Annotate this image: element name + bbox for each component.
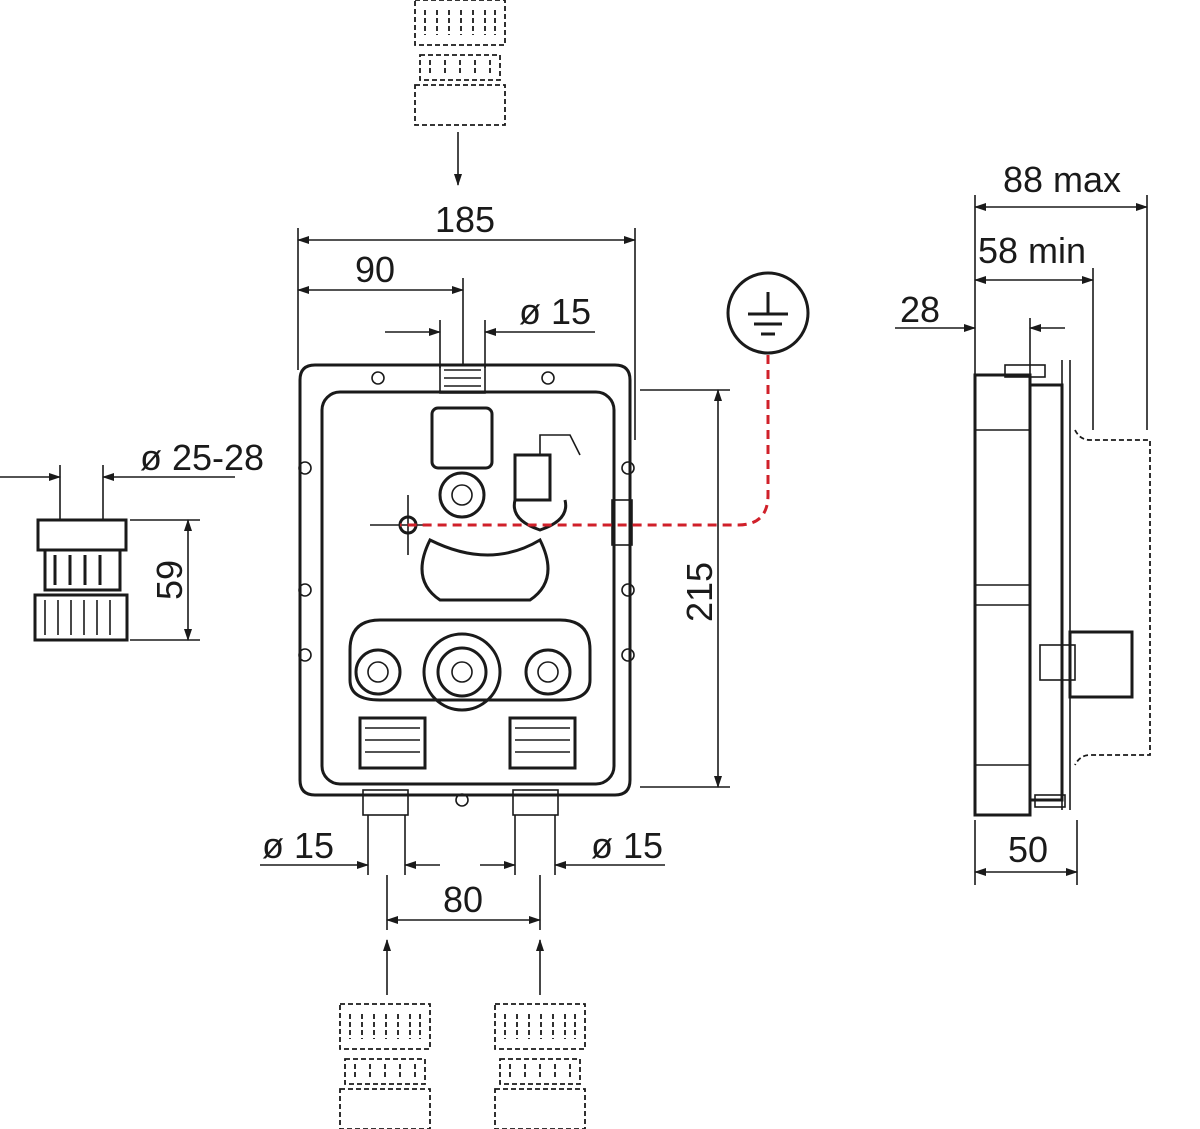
ground-wire-line [400,355,770,527]
body-depth-dimension: 50 [974,820,1078,885]
width-dimension: 185 [297,199,636,440]
plate-label: 28 [900,289,940,330]
connector-length-label: 59 [149,560,190,600]
bottom-spacing-label: 80 [443,879,483,920]
plate-dimension: 28 [895,289,1065,375]
top-outlet-dimension: ø 15 [385,291,595,368]
bottom-left-outlet-dimension: ø 15 [260,815,440,875]
bottom-right-outlet-dimension: ø 15 [480,815,665,875]
bottom-spacing-dimension: 80 [386,875,541,930]
connector-detail: ø 25-28 59 [0,437,264,642]
width-label: 185 [435,199,495,240]
max-depth-label: 88 max [1003,159,1121,200]
height-dimension: 215 [640,389,730,788]
body-depth-label: 50 [1008,829,1048,870]
max-depth-dimension: 88 max [974,159,1148,430]
bottom-supply-connectors [339,939,586,1129]
height-label: 215 [679,562,720,622]
top-supply-connector [414,0,506,186]
side-view [973,360,1151,817]
connector-diameter-label: ø 25-28 [140,437,264,478]
top-outlet-label: ø 15 [519,291,591,332]
min-depth-label: 58 min [978,230,1086,271]
min-depth-dimension: 58 min [974,230,1094,430]
offset-label: 90 [355,249,395,290]
valve-body [298,363,635,816]
bottom-right-outlet-label: ø 15 [591,825,663,866]
bottom-left-outlet-label: ø 15 [262,825,334,866]
earth-ground-icon [726,271,810,355]
offset-dimension: 90 [297,249,464,365]
